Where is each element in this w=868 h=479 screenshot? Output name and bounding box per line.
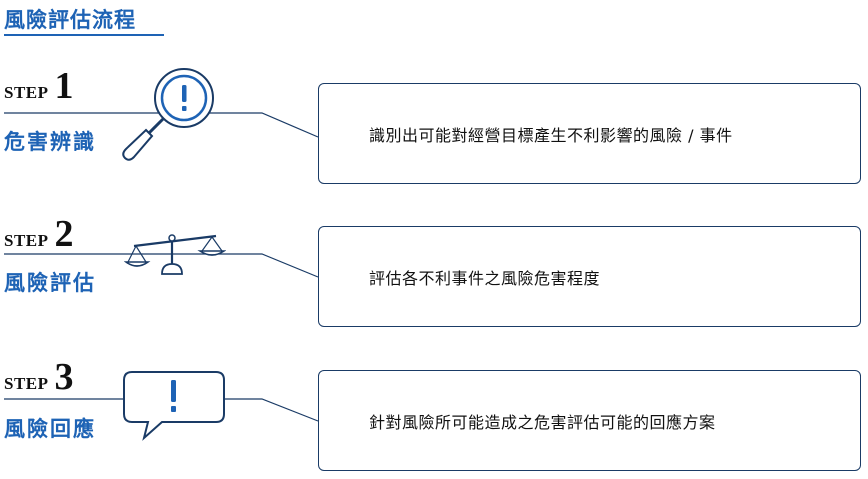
connector-step-3: [4, 398, 319, 422]
step-3-label: STEP 3: [4, 355, 74, 399]
step-1-box: 識別出可能對經營目標產生不利影響的風險 / 事件: [318, 83, 861, 184]
step-1-word: STEP: [4, 83, 49, 102]
step-2-description: 評估各不利事件之風險危害程度: [369, 269, 601, 288]
step-2-word: STEP: [4, 231, 49, 250]
title-underline: [4, 34, 164, 36]
step-3-description: 針對風險所可能造成之危害評估可能的回應方案: [369, 413, 716, 432]
step-1-number: 1: [54, 65, 74, 107]
balance-scale-icon: [124, 234, 226, 275]
step-1-label: STEP 1: [4, 64, 74, 108]
magnifier-exclamation-icon: [122, 68, 214, 161]
step-3-name: 風險回應: [4, 417, 96, 441]
step-3-number: 3: [54, 356, 74, 398]
page-title: 風險評估流程: [4, 8, 136, 32]
step-2-number: 2: [54, 213, 74, 255]
speech-bubble-exclamation-icon: [123, 371, 225, 441]
step-3-box: 針對風險所可能造成之危害評估可能的回應方案: [318, 370, 861, 471]
step-3-word: STEP: [4, 374, 49, 393]
step-1-name: 危害辨識: [4, 130, 96, 154]
step-2-box: 評估各不利事件之風險危害程度: [318, 226, 861, 327]
step-1-description: 識別出可能對經營目標產生不利影響的風險 / 事件: [369, 126, 733, 145]
step-2-name: 風險評估: [4, 271, 96, 295]
connector-step-1: [4, 112, 319, 138]
connector-step-2: [4, 253, 319, 278]
step-2-label: STEP 2: [4, 212, 74, 256]
